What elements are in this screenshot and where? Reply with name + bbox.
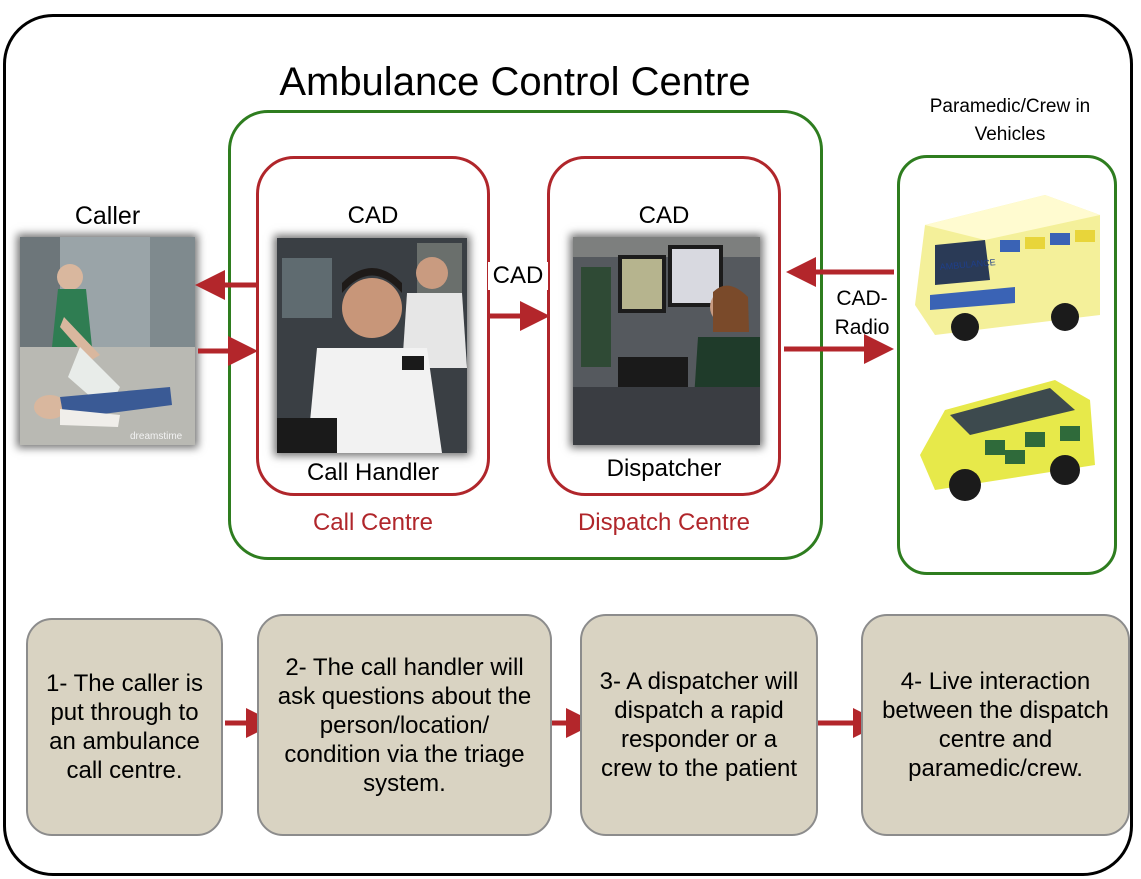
dispatch-centre-label: Dispatch Centre xyxy=(577,509,751,536)
call-handler-cad-label: CAD xyxy=(347,202,399,229)
caller-label: Caller xyxy=(74,202,141,230)
step-4-text: 4- Live interaction between the dispatch… xyxy=(882,668,1109,782)
step-3-box: 3- A dispatcher will dispatch a rapid re… xyxy=(580,614,818,836)
dispatcher-scene-image xyxy=(573,237,760,445)
step-3-text: 3- A dispatcher will dispatch a rapid re… xyxy=(599,668,799,782)
rapid-response-car-image xyxy=(920,380,1095,501)
vehicles-box xyxy=(897,155,1117,575)
step-4-box: 4- Live interaction between the dispatch… xyxy=(861,614,1130,836)
ambulance-van-image: AMBULANCE xyxy=(915,195,1100,341)
vehicles-label-line-2: Vehicles xyxy=(974,124,1046,145)
call-handler-scene-image xyxy=(277,238,467,453)
caller-scene-image: dreamstime xyxy=(20,237,195,445)
dispatcher-label: Dispatcher xyxy=(606,455,722,482)
step-1-box: 1- The caller is put through to an ambul… xyxy=(26,618,223,836)
caller-watermark: dreamstime xyxy=(130,431,183,442)
ambulance-text: AMBULANCE xyxy=(939,257,996,272)
call-centre-label: Call Centre xyxy=(312,509,434,536)
dispatcher-cad-label: CAD xyxy=(638,202,690,229)
cad-radio-label-1: CAD- xyxy=(836,287,888,310)
vehicles-label-line-1: Paramedic/Crew in xyxy=(929,96,1091,117)
diagram-title: Ambulance Control Centre xyxy=(279,60,751,104)
step-2-box: 2- The call handler will ask questions a… xyxy=(257,614,552,836)
step-1-text: 1- The caller is put through to an ambul… xyxy=(46,670,203,784)
cad-radio-label-2: Radio xyxy=(834,316,890,339)
cad-link-label: CAD xyxy=(488,262,548,290)
dispatcher-photo xyxy=(573,237,760,445)
caller-photo: dreamstime xyxy=(20,237,195,445)
call-handler-photo xyxy=(277,238,467,453)
control-centre-box xyxy=(228,110,823,560)
step-2-text: 2- The call handler will ask questions a… xyxy=(277,653,532,797)
call-handler-label: Call Handler xyxy=(306,459,440,486)
